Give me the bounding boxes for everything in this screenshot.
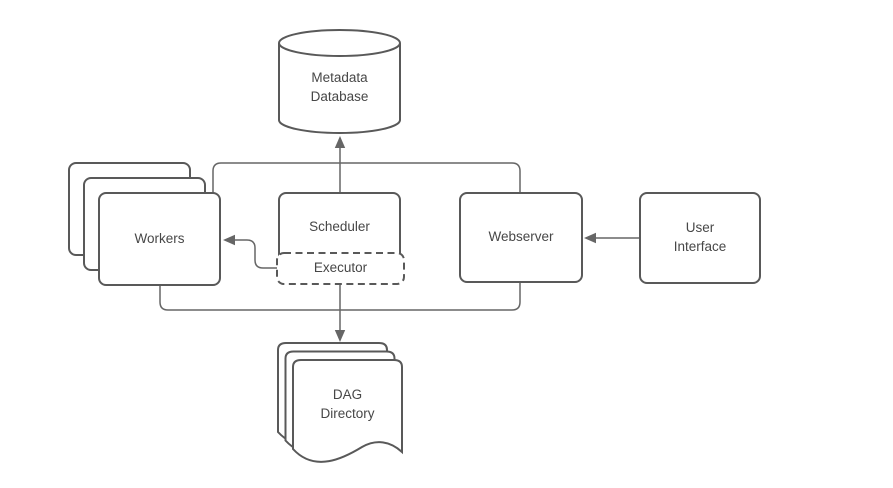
workers-arrowhead: [223, 234, 235, 246]
database-cylinder-lip: [278, 42, 401, 58]
workers-node: [68, 162, 221, 286]
connectors: [159, 136, 640, 342]
workers-box-front: [98, 192, 221, 286]
scheduler-node: [276, 192, 405, 285]
user-interface-node: [639, 192, 761, 284]
database-arrowhead: [334, 136, 346, 148]
executor-box: [276, 252, 405, 285]
dag-document-front: [292, 359, 403, 463]
top-bus-connector: [212, 162, 521, 193]
webserver-arrowhead: [584, 232, 596, 244]
database-cylinder-body: [278, 28, 401, 135]
metadata-database-node: [278, 28, 401, 135]
webserver-box: [459, 192, 583, 283]
user-interface-box: [639, 192, 761, 284]
executor-to-workers-line: [235, 239, 279, 269]
webserver-node: [459, 192, 583, 283]
dag-directory-node: [277, 342, 403, 463]
dag-arrowhead: [334, 330, 346, 342]
